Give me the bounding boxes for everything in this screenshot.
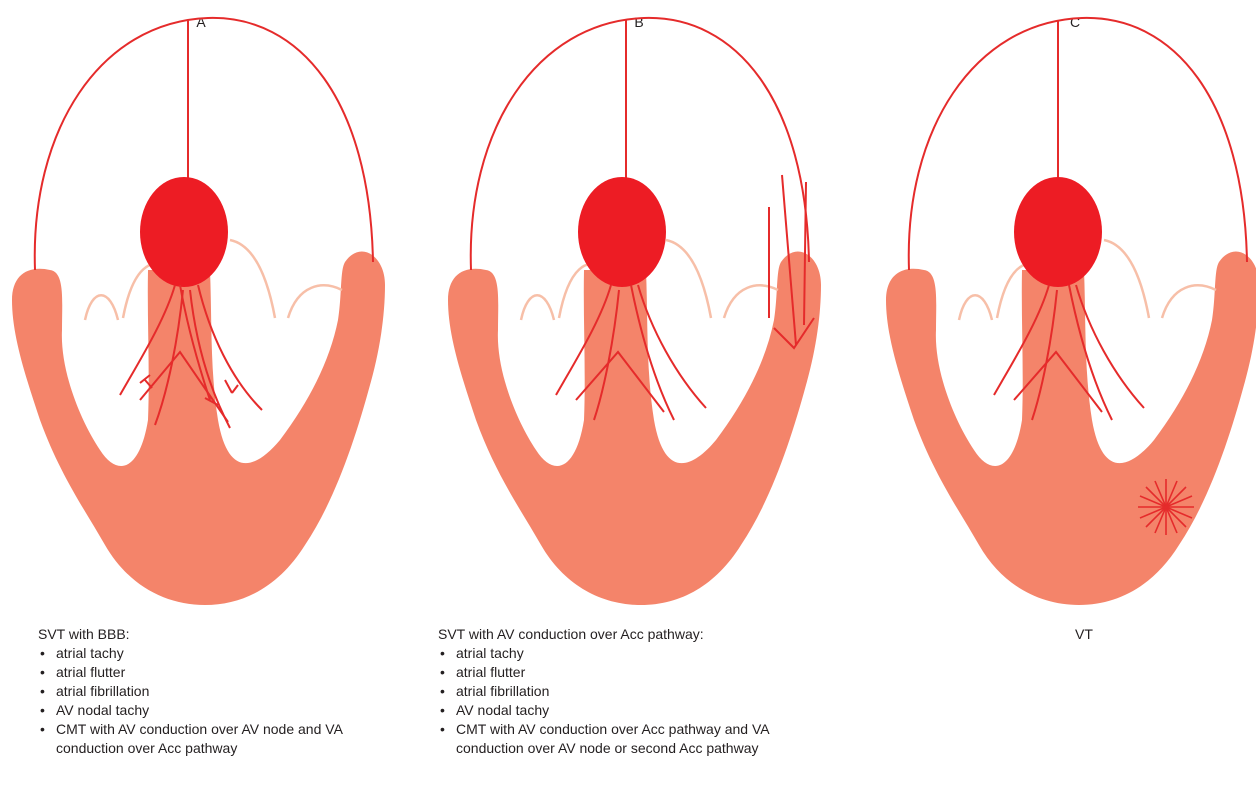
ventricular-focus-starburst (1138, 479, 1194, 535)
bullet-item: atrial flutter (438, 663, 798, 682)
bullet-list-a: atrial tachy atrial flutter atrial fibri… (38, 644, 398, 758)
tricuspid-valve-left (959, 295, 992, 320)
panel-c: C VT (874, 0, 1256, 805)
panel-b: B SVT with AV conduction over Acc pathwa… (436, 0, 856, 805)
bullet-item: CMT with AV conduction over Acc pathway … (438, 720, 798, 758)
mitral-valve-right (288, 285, 342, 318)
caption-title-a: SVT with BBB: (38, 625, 398, 644)
bullet-item: atrial tachy (38, 644, 398, 663)
mitral-valve-right (1162, 285, 1216, 318)
bullet-item: AV nodal tachy (38, 701, 398, 720)
mitral-valve-left (230, 240, 275, 318)
bullet-item: atrial fibrillation (438, 682, 798, 701)
mitral-valve-left (666, 240, 711, 318)
bullet-list-b: atrial tachy atrial flutter atrial fibri… (438, 644, 798, 758)
bullet-item: CMT with AV conduction over AV node and … (38, 720, 398, 758)
bullet-item: atrial tachy (438, 644, 798, 663)
caption-title-c: VT (874, 625, 1256, 644)
bullet-item: AV nodal tachy (438, 701, 798, 720)
caption-a: SVT with BBB: atrial tachy atrial flutte… (38, 625, 398, 758)
mitral-valve-left (1104, 240, 1149, 318)
av-node (578, 177, 666, 287)
bullet-item: atrial flutter (38, 663, 398, 682)
bullet-item: atrial fibrillation (38, 682, 398, 701)
heart-diagram-c (874, 0, 1256, 620)
tricuspid-valve-left (85, 295, 118, 320)
heart-diagram-a (0, 0, 420, 620)
av-node (1014, 177, 1102, 287)
caption-title-b: SVT with AV conduction over Acc pathway: (438, 625, 798, 644)
ventricle-myocardium (12, 252, 385, 605)
caption-b: SVT with AV conduction over Acc pathway:… (438, 625, 798, 758)
tricuspid-valve-left (521, 295, 554, 320)
heart-diagram-b (436, 0, 856, 620)
av-node (140, 177, 228, 287)
panel-a: A SVT with BBB: atrial tachy atrial flut… (0, 0, 420, 805)
ventricle-myocardium (886, 252, 1256, 605)
